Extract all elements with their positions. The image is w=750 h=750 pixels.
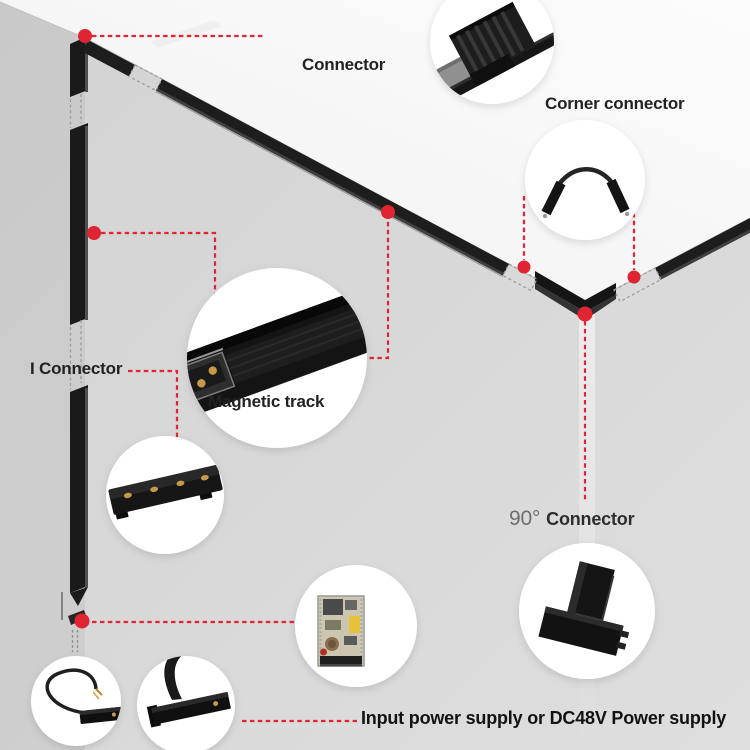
ceiling-track-left	[81, 39, 510, 278]
ceiling-track-right	[654, 218, 750, 280]
power-supply-photo	[317, 595, 365, 667]
leader-lines	[92, 34, 636, 723]
left-wall-shade	[0, 2, 85, 750]
dot-vertical-track	[87, 226, 101, 240]
leader-track-diag	[362, 214, 390, 360]
dot-v-apex	[577, 306, 593, 322]
ceiling-track-gaps	[128, 64, 662, 303]
deg90-label: 90° Connector	[509, 507, 635, 530]
dot-v-left	[517, 260, 531, 274]
corner-connector-callout	[525, 120, 645, 240]
i-connector-callout	[106, 436, 224, 554]
deg90-connector-photo	[538, 561, 630, 656]
feed-connector-callout	[137, 656, 235, 750]
i-connector-label: I Connector	[30, 359, 123, 378]
connector-callout	[430, 0, 554, 104]
deg90-connector-callout	[519, 543, 655, 679]
i-connector-photo	[108, 464, 223, 520]
magnetic-track-label: Magnetic track	[208, 392, 325, 411]
ceiling-track-corner-piece	[535, 271, 616, 320]
flexible-feed-callout	[31, 656, 121, 746]
magnetic-track-callout	[187, 268, 367, 448]
leader-i-connector	[128, 369, 179, 443]
power-supply-label: Input power supply or DC48V Power supply	[361, 708, 727, 728]
deg90-angle-text: 90°	[509, 507, 541, 530]
corner-connector-label: Corner connector	[545, 94, 685, 113]
vertical-track	[61, 36, 88, 625]
red-dots	[74, 29, 641, 629]
deg90-connector-text: Connector	[546, 509, 635, 529]
vertical-track-gaps	[69, 94, 82, 652]
dot-diagonal-track	[381, 205, 395, 219]
dot-corner-top	[78, 29, 92, 43]
feed-connector-photo	[146, 656, 231, 728]
dot-v-right	[627, 270, 641, 284]
dot-track-end	[74, 613, 90, 629]
connector-label: Connector	[302, 55, 386, 74]
leader-track-left	[101, 231, 217, 300]
connector-photo	[430, 1, 554, 104]
flexible-feed-photo	[45, 668, 121, 724]
power-supply-callout	[295, 565, 417, 687]
corner-connector-photo	[541, 167, 630, 219]
corner-highlight	[579, 312, 595, 750]
magnetic-track-photo	[187, 282, 367, 418]
